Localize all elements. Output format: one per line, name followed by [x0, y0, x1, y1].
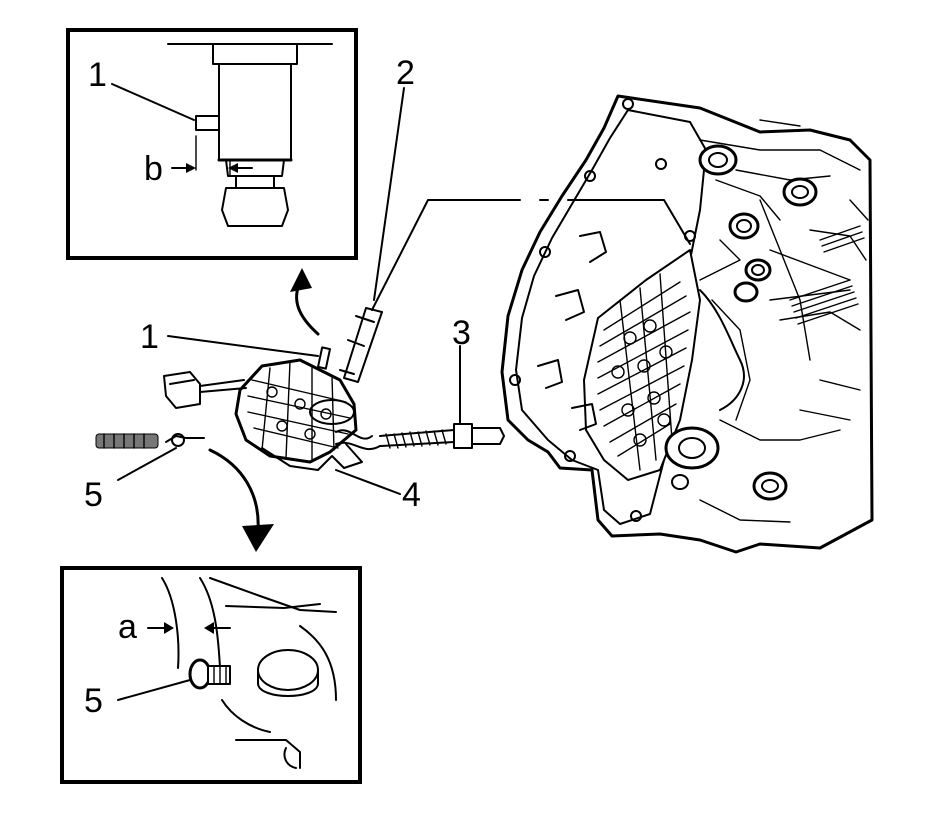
inset-frame-top: [66, 28, 358, 260]
callout-2: 2: [396, 54, 415, 92]
callout-4: 4: [402, 476, 421, 514]
item-4-solenoid-assembly: 4: [163, 358, 421, 514]
transmission-case: [500, 94, 874, 554]
item-3-bolt: 3: [335, 314, 505, 451]
callout-5-inset: 5: [84, 682, 103, 720]
dimension-a-label: a: [118, 608, 137, 646]
item-5-filter: 5: [84, 433, 205, 514]
pin-item-1-inset: [195, 115, 220, 131]
inset-bottom-detail: a 5: [60, 566, 362, 784]
arrow-down-to-inset-icon: [208, 448, 274, 552]
callout-1-main: 1: [140, 318, 159, 356]
item-1-pin: 1: [140, 318, 331, 370]
arrow-up-to-inset-icon: [290, 268, 320, 336]
callout-3: 3: [452, 314, 471, 352]
case-bosses: [664, 144, 818, 501]
projection-line: [371, 199, 691, 311]
callout-1-inset: 1: [88, 56, 107, 94]
inset-top-detail: 1 b: [66, 28, 358, 260]
item-2-tool: 2: [339, 54, 415, 383]
dimension-b-label: b: [144, 150, 163, 188]
callout-5-main: 5: [84, 476, 103, 514]
